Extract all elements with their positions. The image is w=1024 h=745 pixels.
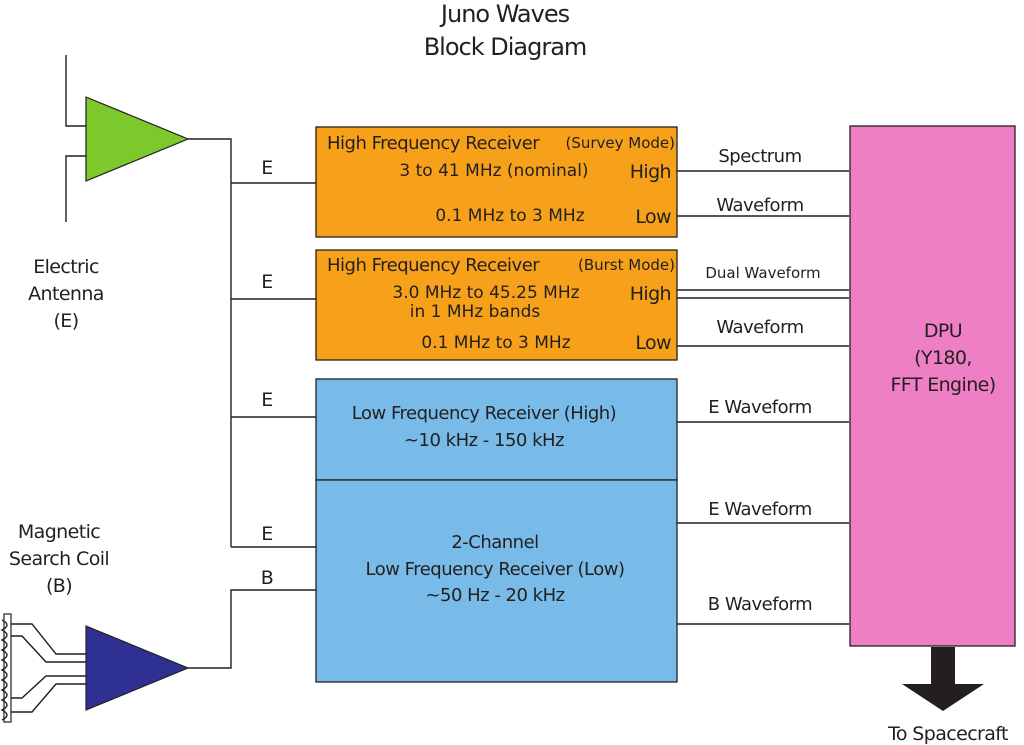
hfr-burst-low-label: Low xyxy=(635,332,671,354)
search-coil-label-line2: Search Coil xyxy=(9,548,109,570)
hfr-survey-low-range: 0.1 MHz to 3 MHz xyxy=(435,206,584,226)
magnetic-amplifier xyxy=(85,625,190,711)
diagram-title-line2: Block Diagram xyxy=(424,33,587,61)
search-coil-label-line1: Magnetic xyxy=(18,521,100,543)
output-waveform-burst: Waveform xyxy=(716,317,803,338)
hfr-burst-mode: (Burst Mode) xyxy=(578,256,675,274)
electric-amplifier xyxy=(85,96,190,182)
dpu-title: DPU xyxy=(924,320,962,342)
lfr-high-title: Low Frequency Receiver (High) xyxy=(352,403,616,424)
diagram-title-line1: Juno Waves xyxy=(439,0,570,28)
input-b: B xyxy=(261,567,273,589)
electric-antenna-label-line3: (E) xyxy=(53,310,78,332)
hfr-burst-high-label: High xyxy=(630,283,671,305)
output-waveform-survey: Waveform xyxy=(716,195,803,216)
lfr-high-range: ~10 kHz - 150 kHz xyxy=(404,430,564,451)
hfr-survey-high-range: 3 to 41 MHz (nominal) xyxy=(399,161,588,181)
hfr-burst-low-range: 0.1 MHz to 3 MHz xyxy=(421,333,570,353)
lfr-low-title-line2: Low Frequency Receiver (Low) xyxy=(366,559,625,580)
hfr-burst-box xyxy=(315,249,678,361)
search-coil-icon xyxy=(0,613,86,723)
input-e-lfr-high: E xyxy=(261,389,272,411)
output-e-waveform-high: E Waveform xyxy=(708,397,811,418)
output-spectrum: Spectrum xyxy=(718,146,801,167)
dpu-processor: (Y180, xyxy=(914,347,972,369)
lfr-low-box xyxy=(315,479,678,683)
hfr-survey-title: High Frequency Receiver xyxy=(327,133,540,154)
lfr-low-title-line1: 2-Channel xyxy=(451,532,538,553)
electric-antenna-label-line2: Antenna xyxy=(28,283,104,305)
input-e-survey: E xyxy=(261,157,272,179)
electric-antenna xyxy=(65,55,86,222)
search-coil-label-line3: (B) xyxy=(46,575,72,597)
hfr-survey-box xyxy=(315,126,678,238)
dpu-box xyxy=(849,125,1016,647)
hfr-survey-mode: (Survey Mode) xyxy=(565,134,675,152)
lfr-low-range: ~50 Hz - 20 kHz xyxy=(425,585,564,606)
down-arrow-icon xyxy=(902,647,984,711)
electric-antenna-label-line1: Electric xyxy=(33,256,99,278)
output-e-waveform-low: E Waveform xyxy=(708,499,811,520)
dpu-engine: FFT Engine) xyxy=(890,374,995,396)
output-lines xyxy=(677,170,849,625)
output-dual-waveform: Dual Waveform xyxy=(705,264,820,282)
output-b-waveform: B Waveform xyxy=(708,594,812,615)
input-e-burst: E xyxy=(261,271,272,293)
electric-bus xyxy=(188,138,316,548)
hfr-burst-high-range-line1: 3.0 MHz to 45.25 MHz xyxy=(392,283,579,303)
hfr-survey-high-label: High xyxy=(630,161,671,183)
hfr-survey-low-label: Low xyxy=(635,206,671,228)
hfr-burst-high-range-line2: in 1 MHz bands xyxy=(410,302,541,322)
lfr-high-box xyxy=(315,378,678,481)
to-spacecraft-label: To Spacecraft xyxy=(887,723,1008,745)
input-e-lfr-low: E xyxy=(261,523,272,545)
hfr-burst-title: High Frequency Receiver xyxy=(327,255,540,276)
